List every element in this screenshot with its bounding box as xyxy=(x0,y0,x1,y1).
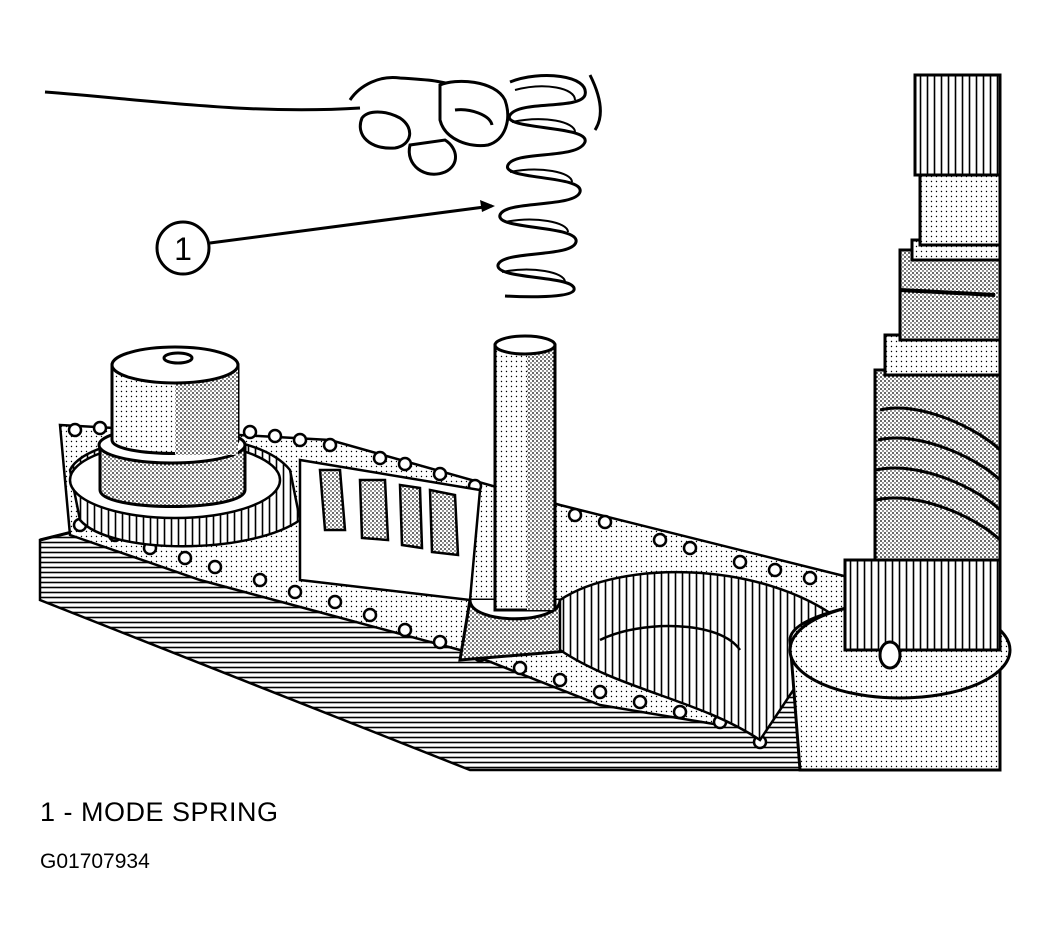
callout-1: 1 xyxy=(155,200,495,276)
chain-inner-window xyxy=(298,458,482,602)
figure-id: G01707934 xyxy=(40,850,150,873)
front-output-hub xyxy=(97,345,247,508)
transfer-case-mode-spring-illustration: 1 xyxy=(38,73,1012,772)
callout-number: 1 xyxy=(174,231,192,267)
legend-caption: 1 - MODE SPRING xyxy=(40,797,279,827)
mode-spring xyxy=(496,74,587,299)
mainshaft xyxy=(788,73,1012,772)
technician-hand xyxy=(44,74,602,176)
